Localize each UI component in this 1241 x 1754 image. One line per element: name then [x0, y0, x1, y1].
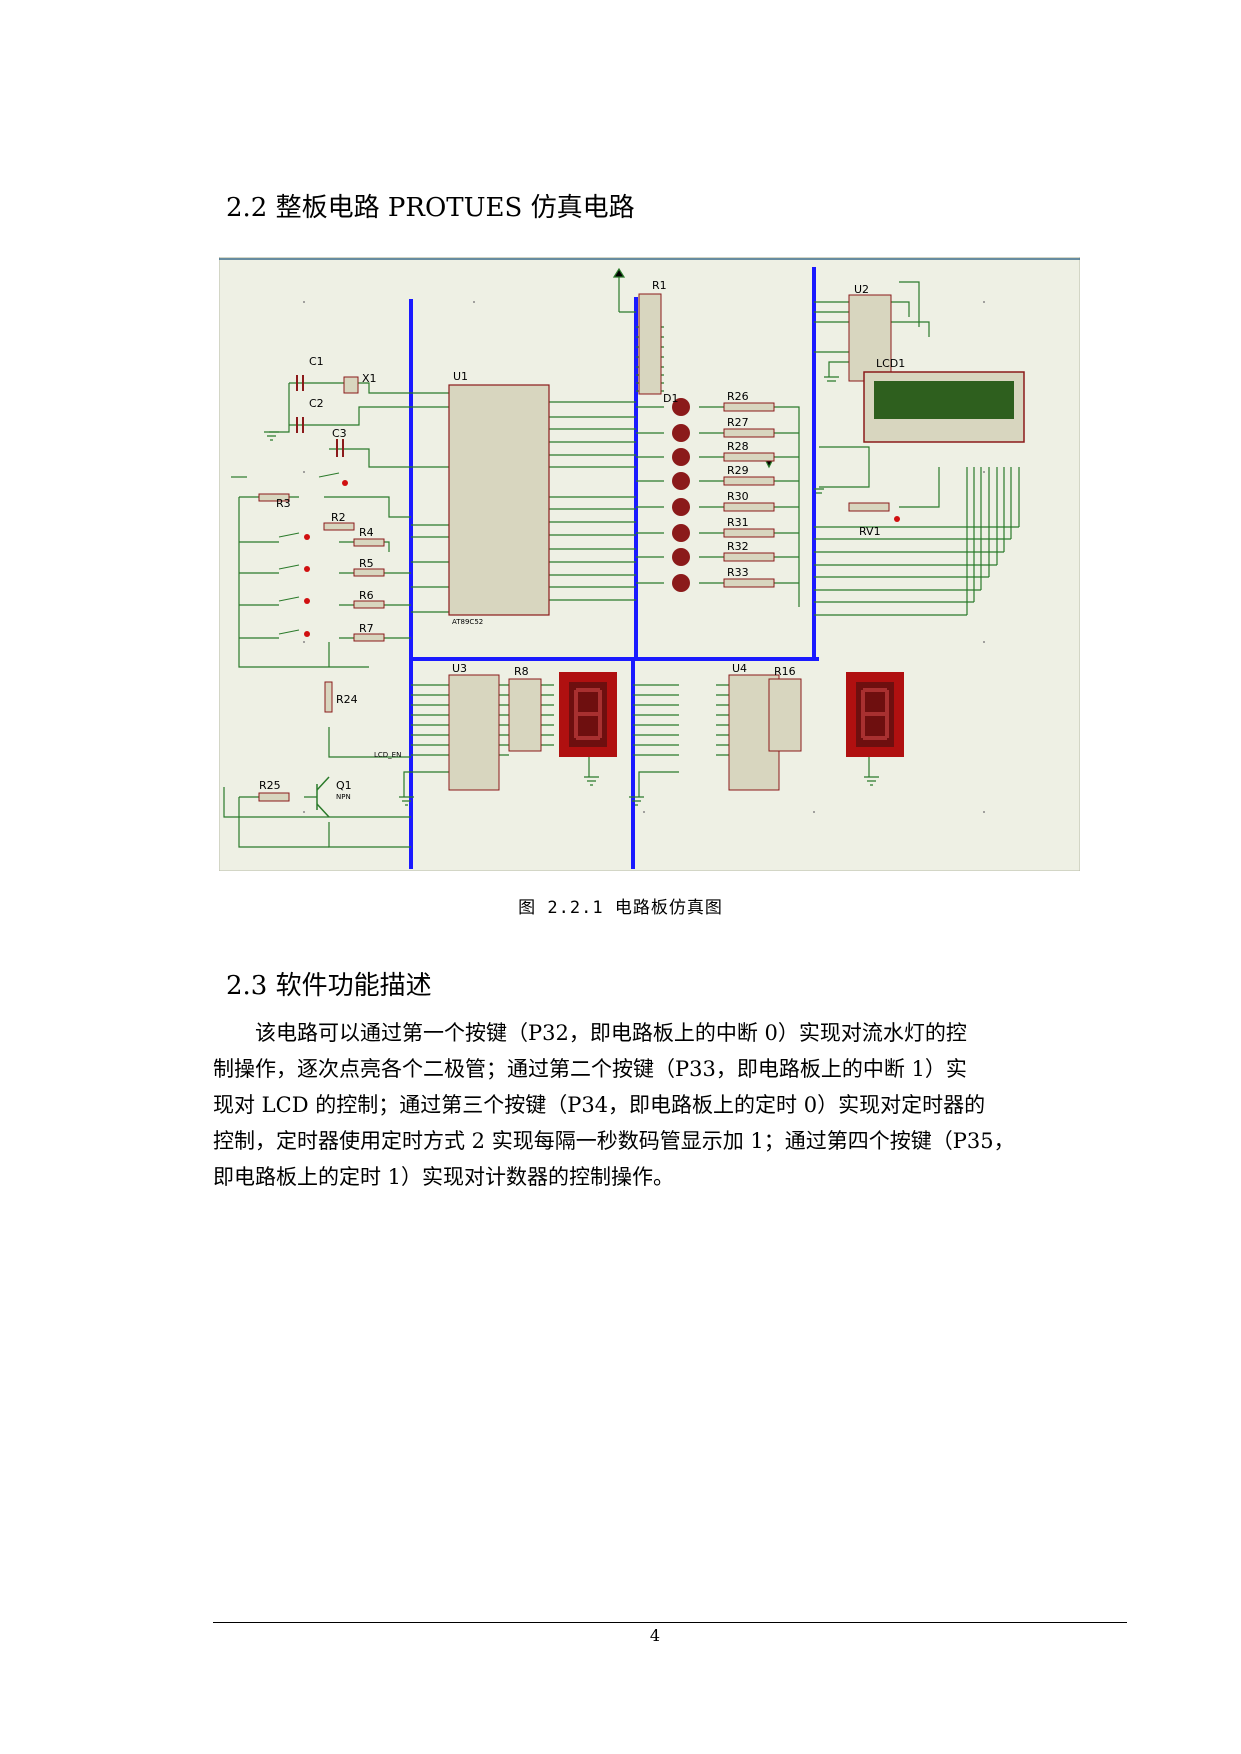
label-r26: R26: [727, 390, 749, 403]
label-u2: U2: [854, 283, 869, 296]
label-r8: R8: [514, 665, 529, 678]
label-c2: C2: [309, 397, 324, 410]
label-r27: R27: [727, 416, 749, 429]
label-q1: Q1: [336, 779, 352, 792]
label-r25: R25: [259, 779, 281, 792]
label-c1: C1: [309, 355, 324, 368]
footer-divider: [213, 1622, 1127, 1623]
label-lcd-en: LCD_EN: [374, 751, 401, 759]
section-title-2-2: 2.2 整板电路 PROTUES 仿真电路: [226, 193, 635, 223]
label-r32: R32: [727, 540, 749, 553]
label-r28: R28: [727, 440, 749, 453]
paragraph-line: 现对 LCD 的控制；通过第三个按键（P34，即电路板上的定时 0）实现对定时器…: [213, 1093, 986, 1117]
label-r16: R16: [774, 665, 796, 678]
label-x1: X1: [362, 372, 377, 385]
figure-caption: 图 2.2.1 电路板仿真图: [518, 898, 723, 918]
label-r5: R5: [359, 557, 374, 570]
label-u1: U1: [453, 370, 468, 383]
label-u3: U3: [452, 662, 467, 675]
label-r4: R4: [359, 526, 374, 539]
page-number: 4: [649, 1626, 661, 1645]
paragraph-line: 控制，定时器使用定时方式 2 实现每隔一秒数码管显示加 1；通过第四个按键（P3…: [213, 1129, 1015, 1153]
label-rv1: RV1: [859, 525, 881, 538]
paragraph-line: 制操作，逐次点亮各个二极管；通过第二个按键（P33，即电路板上的中断 1）实: [213, 1057, 967, 1081]
label-npn: NPN: [336, 793, 351, 801]
label-r3: R3: [276, 497, 291, 510]
description-paragraph: 该电路可以通过第一个按键（P32，即电路板上的中断 0）实现对流水灯的控 制操作…: [213, 1015, 1093, 1195]
label-c3: C3: [332, 427, 347, 440]
label-r30: R30: [727, 490, 749, 503]
paragraph-line: 即电路板上的定时 1）实现对计数器的控制操作。: [213, 1165, 675, 1189]
label-lcd: LCD1: [876, 357, 905, 370]
label-r6: R6: [359, 589, 374, 602]
paragraph-line: 该电路可以通过第一个按键（P32，即电路板上的中断 0）实现对流水灯的控: [255, 1021, 967, 1045]
circuit-diagram: C1 C2 C3 X1 U1 R1 D1 U2 LCD1 R3 R2 R4 R5…: [218, 256, 1081, 872]
label-r2: R2: [331, 511, 346, 524]
label-r33: R33: [727, 566, 749, 579]
label-r29: R29: [727, 464, 749, 477]
label-r7: R7: [359, 622, 374, 635]
label-u4: U4: [732, 662, 747, 675]
label-r24: R24: [336, 693, 358, 706]
label-r31: R31: [727, 516, 749, 529]
section-title-2-3: 2.3 软件功能描述: [226, 971, 432, 1001]
label-d1: D1: [663, 392, 678, 405]
label-u1-part: AT89C52: [452, 618, 483, 626]
label-r1: R1: [652, 279, 667, 292]
